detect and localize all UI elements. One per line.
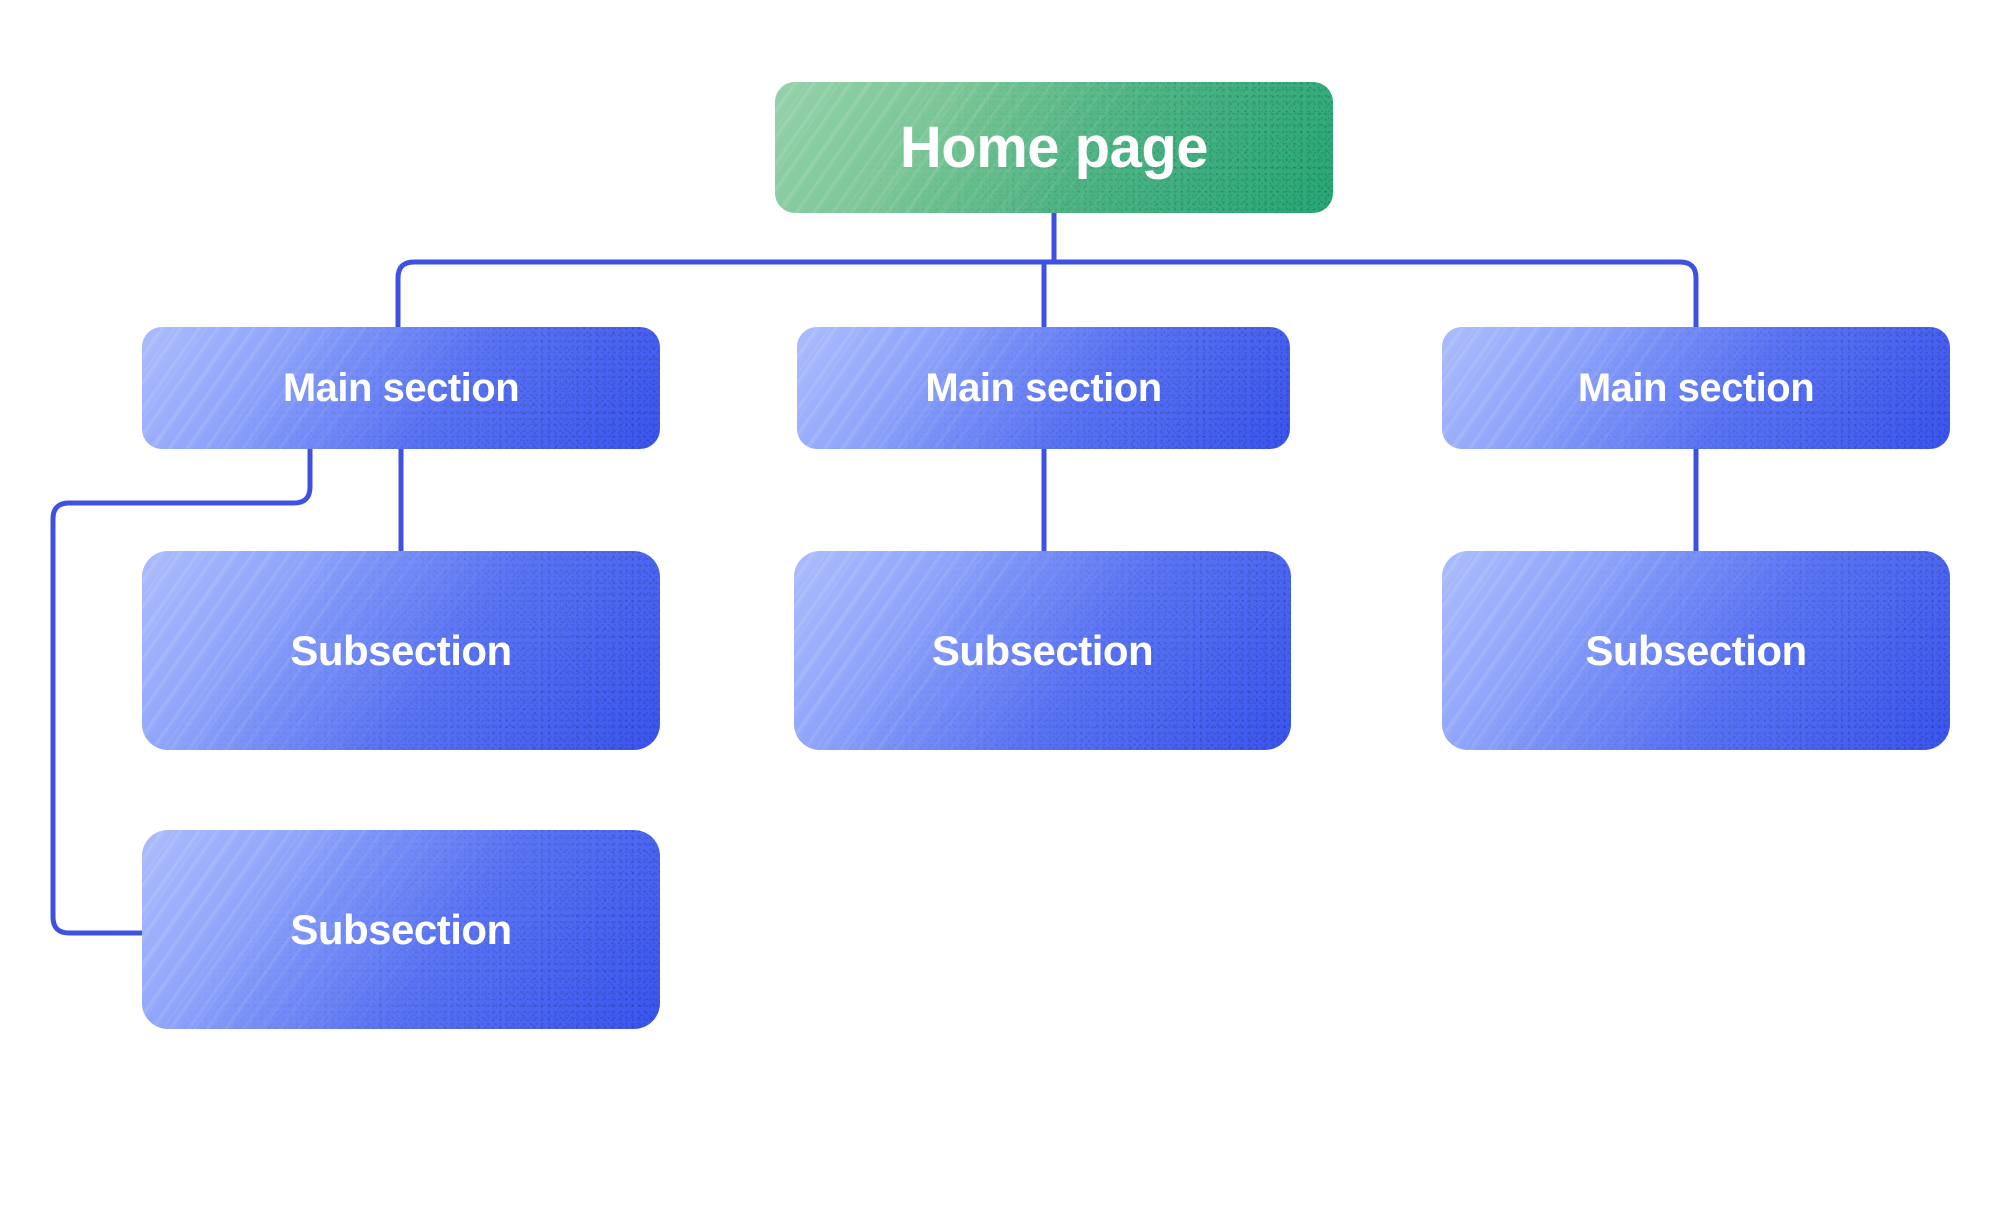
connector-bus-right [1051,259,1699,330]
node-label: Subsection [290,626,512,674]
node-home[interactable]: Home page [775,82,1333,213]
connector-bus-center [1041,259,1057,330]
node-label: Subsection [931,626,1154,674]
node-main-1[interactable]: Main section [142,327,660,449]
node-label: Main section [925,365,1162,410]
node-label: Subsection [290,905,512,953]
node-main-3[interactable]: Main section [1442,327,1950,449]
node-label: Subsection [1585,626,1807,674]
node-main-2[interactable]: Main section [797,327,1290,449]
node-sub-1b[interactable]: Subsection [142,830,660,1029]
node-sub-3a[interactable]: Subsection [1442,551,1950,750]
node-sub-2a[interactable]: Subsection [794,551,1291,750]
node-label: Main section [282,365,520,410]
connector-bus-left [395,259,1057,330]
node-label: Home page [899,115,1209,180]
node-label: Main section [1577,365,1815,410]
node-sub-1a[interactable]: Subsection [142,551,660,750]
